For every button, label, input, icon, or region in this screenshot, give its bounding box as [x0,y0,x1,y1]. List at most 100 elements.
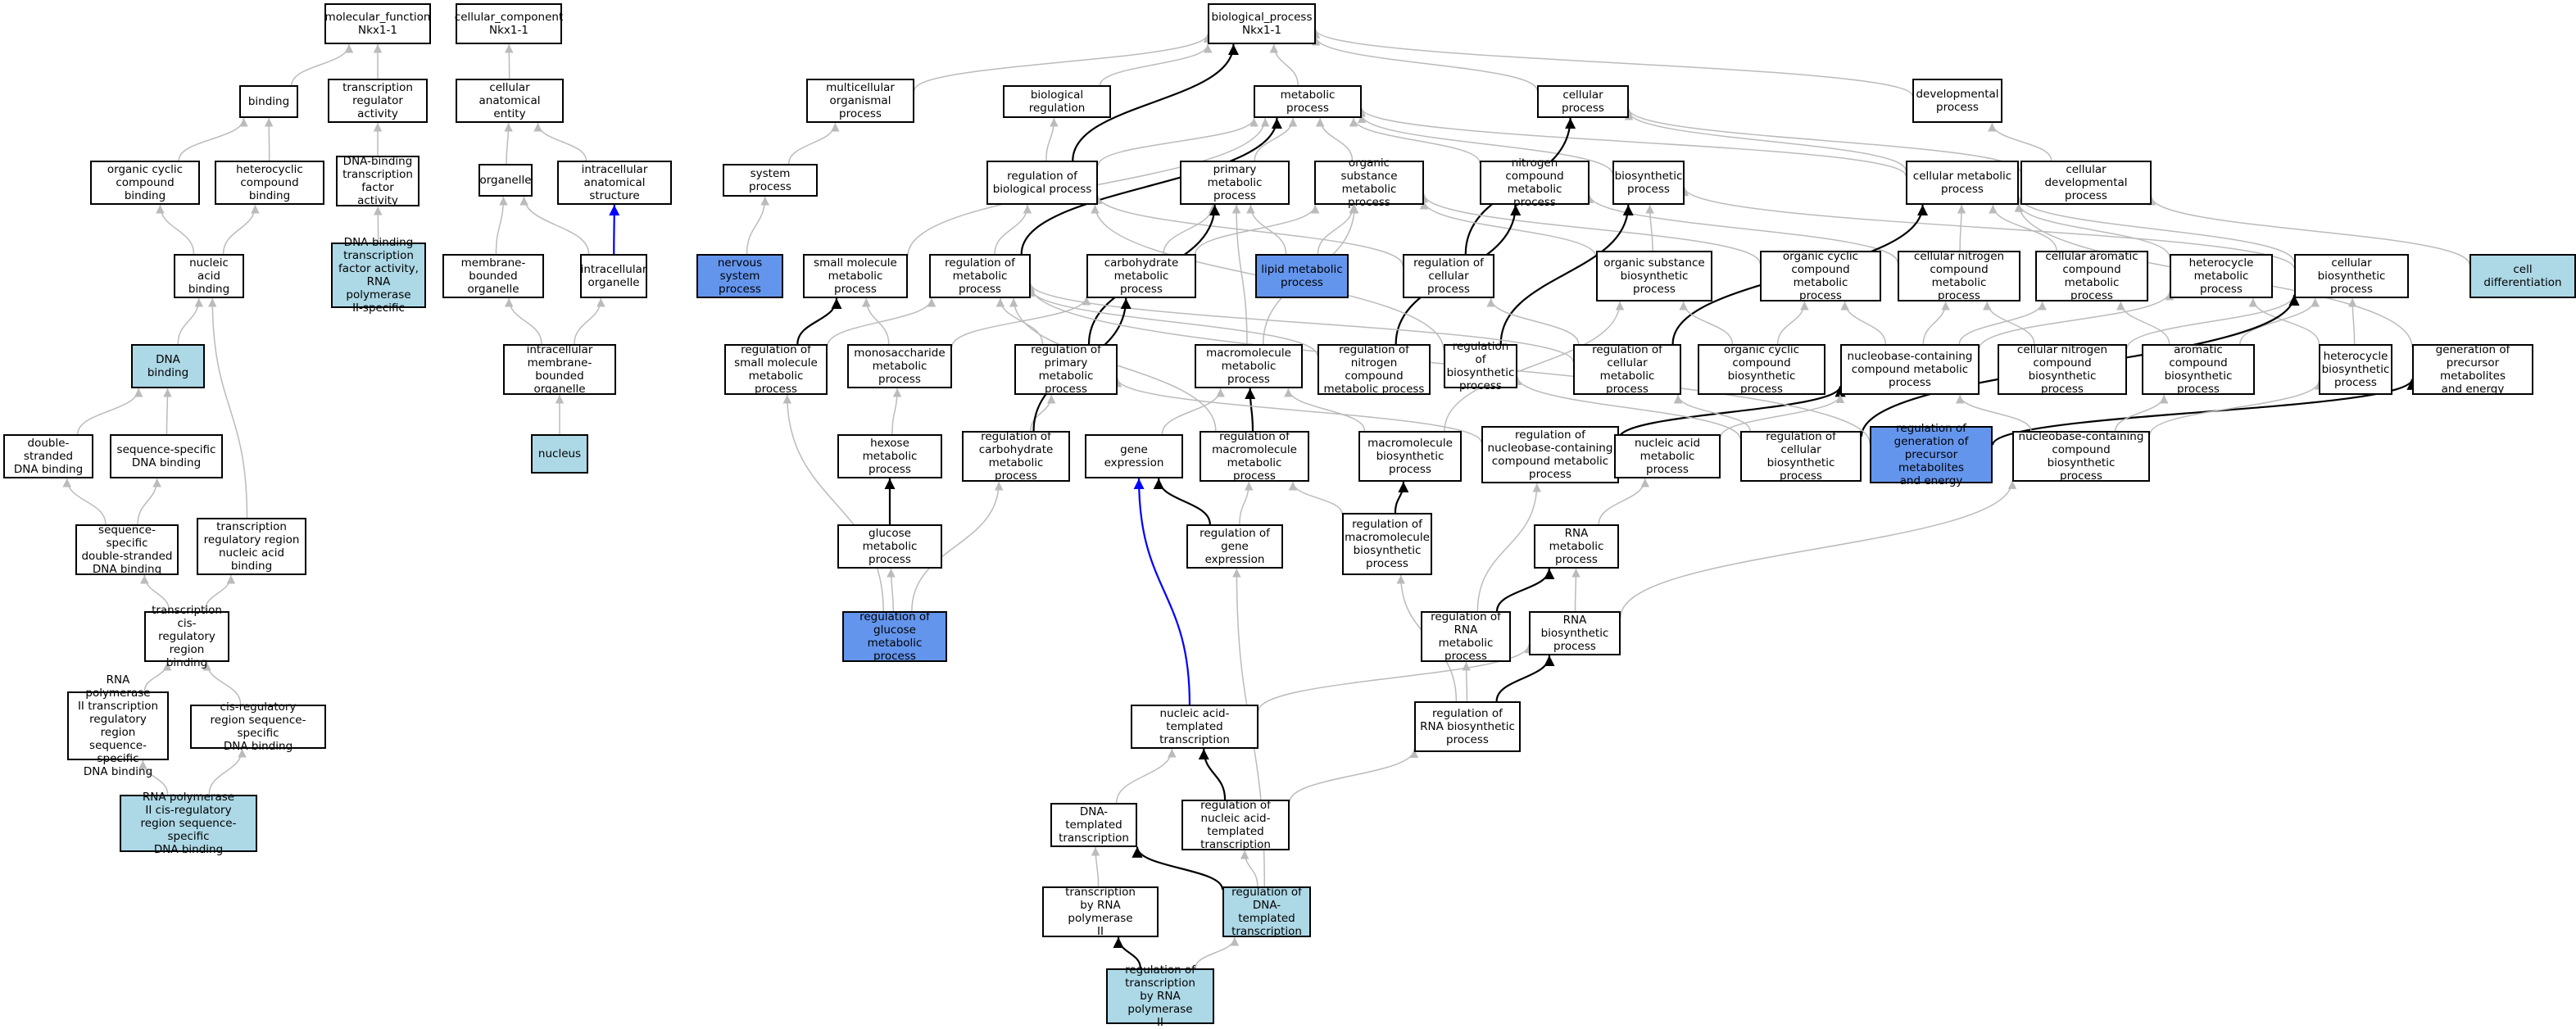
edge-rbp-to-met [1098,118,1254,165]
edge-imbo-to-io [574,298,601,344]
go-term-node-namp: nucleic acid metabolic process [1614,434,1721,478]
go-term-node-biosp: biosynthetic process [1612,161,1685,205]
go-term-node-rcp: regulation of cellular process [1403,254,1494,298]
edge-io-to-organelle [524,197,589,254]
go-term-node-rbp: regulation of biological process [986,161,1098,205]
go-term-node-mop: multicellular organismal process [806,79,914,123]
go-term-node-rnbcmp: regulation of nucleobase-containing comp… [1481,426,1619,483]
go-term-node-occmp: organic cyclic compound metabolic proces… [1760,251,1881,301]
go-term-node-acbp: aromatic compound biosynthetic process [2142,344,2255,395]
go-term-node-msmp: monosaccharide metabolic process [847,344,952,388]
go-term-node-trrnab: transcription regulatory region nucleic … [197,518,306,575]
edge-breg-to-bp [1100,44,1209,85]
go-term-node-smmp: small molecule metabolic process [803,254,908,298]
go-term-node-breg: biological regulation [1003,85,1111,118]
go-term-node-cmp: cellular metabolic process [1906,161,2019,205]
edge-organelle-to-cae [506,123,509,164]
edge-trp2-to-dtt [1095,847,1099,886]
go-term-node-rbiosp: regulation of biosynthetic process [1444,344,1517,388]
edge-msmp-to-chmp [952,297,1086,347]
edge-nbcmp-to-cncmp [1923,301,1945,344]
go-term-node-cellp: cellular process [1537,85,1629,118]
go-term-node-sysp: system process [723,164,818,197]
edge-rpmp-to-rmp [1000,298,1043,344]
edge-rcmp-to-rcp [1491,298,1579,344]
go-term-node-cdp: cellular developmental process [2020,161,2152,205]
edge-rgexp-to-gexp [1159,478,1210,524]
go-term-node-mbo: membrane-bounded organelle [442,254,544,298]
edge-rsmmp-to-rmp [828,298,932,346]
edge-cncmp-to-cmp [1960,205,1961,251]
edge-rnat-to-nat [1204,749,1225,800]
edge-osmp-to-met [1320,118,1352,161]
edge-lmp-to-osmp [1317,205,1353,254]
edge-nsp-to-sysp [747,197,765,254]
go-term-node-nbcbp: nucleobase-containing compound biosynthe… [2012,431,2150,482]
go-term-node-cacmp: cellular aromatic compound metabolic pro… [2035,251,2148,301]
go-term-node-ssdb: sequence-specific DNA binding [110,434,223,478]
go-term-node-dbtfa: DNA-binding transcription factor activit… [336,156,420,206]
edge-nbcmp-to-occmp [1845,301,1886,344]
go-term-node-occb: organic cyclic compound binding [90,161,200,205]
edge-hbp-to-hmp [2253,298,2320,344]
edge-io-to-ias [614,205,615,254]
edge-imbo-to-mbo [509,298,542,344]
go-term-node-cbp: cellular biosynthetic process [2294,254,2409,298]
edge-nbcmp-to-cacmp [1959,301,2042,344]
go-term-node-mf: molecular_function Nkx1-1 [324,3,431,44]
edge-dnab-to-nab [178,298,198,344]
go-term-node-gpme: generation of precursor metabolites and … [2412,344,2533,395]
go-term-node-rcbp: regulation of cellular biosynthetic proc… [1740,431,1862,482]
go-term-node-mmp: macromolecule metabolic process [1195,344,1303,388]
go-term-node-rsmmp: regulation of small molecule metabolic p… [724,344,828,395]
go-term-node-cncmp: cellular nitrogen compound metabolic pro… [1898,251,2020,301]
go-term-node-dtt: DNA-templated transcription [1050,803,1137,847]
edge-rbp-to-breg [1046,118,1054,161]
edge-acbp-to-cbp [2240,298,2315,344]
edge-chmp-to-osmp [1195,205,1315,254]
go-term-node-rrnabp: regulation of RNA biosynthetic process [1414,701,1521,752]
go-term-node-met: metabolic process [1254,85,1362,118]
edge-chmp-to-pmp [1163,205,1213,254]
go-term-node-rp2trr: RNA polymerase II transcription regulato… [67,691,169,760]
edge-rnat-to-rrnabp [1290,750,1414,802]
go-term-node-io: intracellular organelle [580,254,647,298]
go-term-node-rmp: regulation of metabolic process [929,254,1031,298]
go-term-node-nucleus: nucleus [531,434,588,474]
edge-nab-to-occb [160,205,193,254]
go-term-node-rncmp: regulation of nitrogen compound metaboli… [1317,344,1431,395]
edge-occbp-to-occmp [1778,301,1805,344]
edge-rgexp-to-rmmp [1240,482,1249,524]
edge-cellp-to-bp [1316,37,1537,90]
edge-rdtt-to-dtt [1137,847,1222,890]
edge-osbp-to-biosp [1650,205,1653,251]
edge-occb-to-binding [179,118,243,161]
edge-mbo-to-organelle [496,197,503,254]
edge-sysp-to-mop [789,123,836,164]
go-term-node-pmp: primary metabolic process [1180,161,1290,205]
edge-acbp-to-cacmp [2120,301,2169,344]
edge-met-to-bp [1274,44,1298,85]
go-term-node-imbo: intracellular membrane-bounded organelle [503,344,616,395]
go-term-node-binding: binding [239,85,298,118]
go-term-node-ssdsdb: sequence-specific double-stranded DNA bi… [75,524,179,575]
edge-rnabp-to-nbcbp [1621,480,2012,617]
go-term-node-osmp: organic substance metabolic process [1314,161,1424,205]
edge-cncbp-to-cncmp [1987,301,2034,344]
go-term-node-rnat: regulation of nucleic acid-templated tra… [1181,800,1290,850]
edge-rmbiosp-to-mbiosp [1395,482,1404,513]
go-term-node-devp: developmental process [1912,79,2002,123]
edge-rmmp-to-mmp [1250,388,1253,431]
edge-rp2crr-to-crrssdb [209,749,242,795]
go-term-node-nat: nucleic acid-templated transcription [1131,705,1259,749]
go-term-node-rpmp: regulation of primary metabolic process [1014,344,1118,395]
edge-ias-to-cae [538,123,587,161]
go-term-node-cc: cellular_component Nkx1-1 [456,3,562,44]
edge-nab-to-hcb [224,205,256,254]
go-term-node-cdiff: cell differentiation [2469,254,2576,298]
go-term-node-rp2crr: RNA polymerase II cis-regulatory region … [120,795,257,852]
edge-rrnamp-to-rnbcmp [1477,483,1536,611]
go-term-node-gmp: glucose metabolic process [837,524,942,569]
edge-hcb-to-binding [269,118,270,161]
